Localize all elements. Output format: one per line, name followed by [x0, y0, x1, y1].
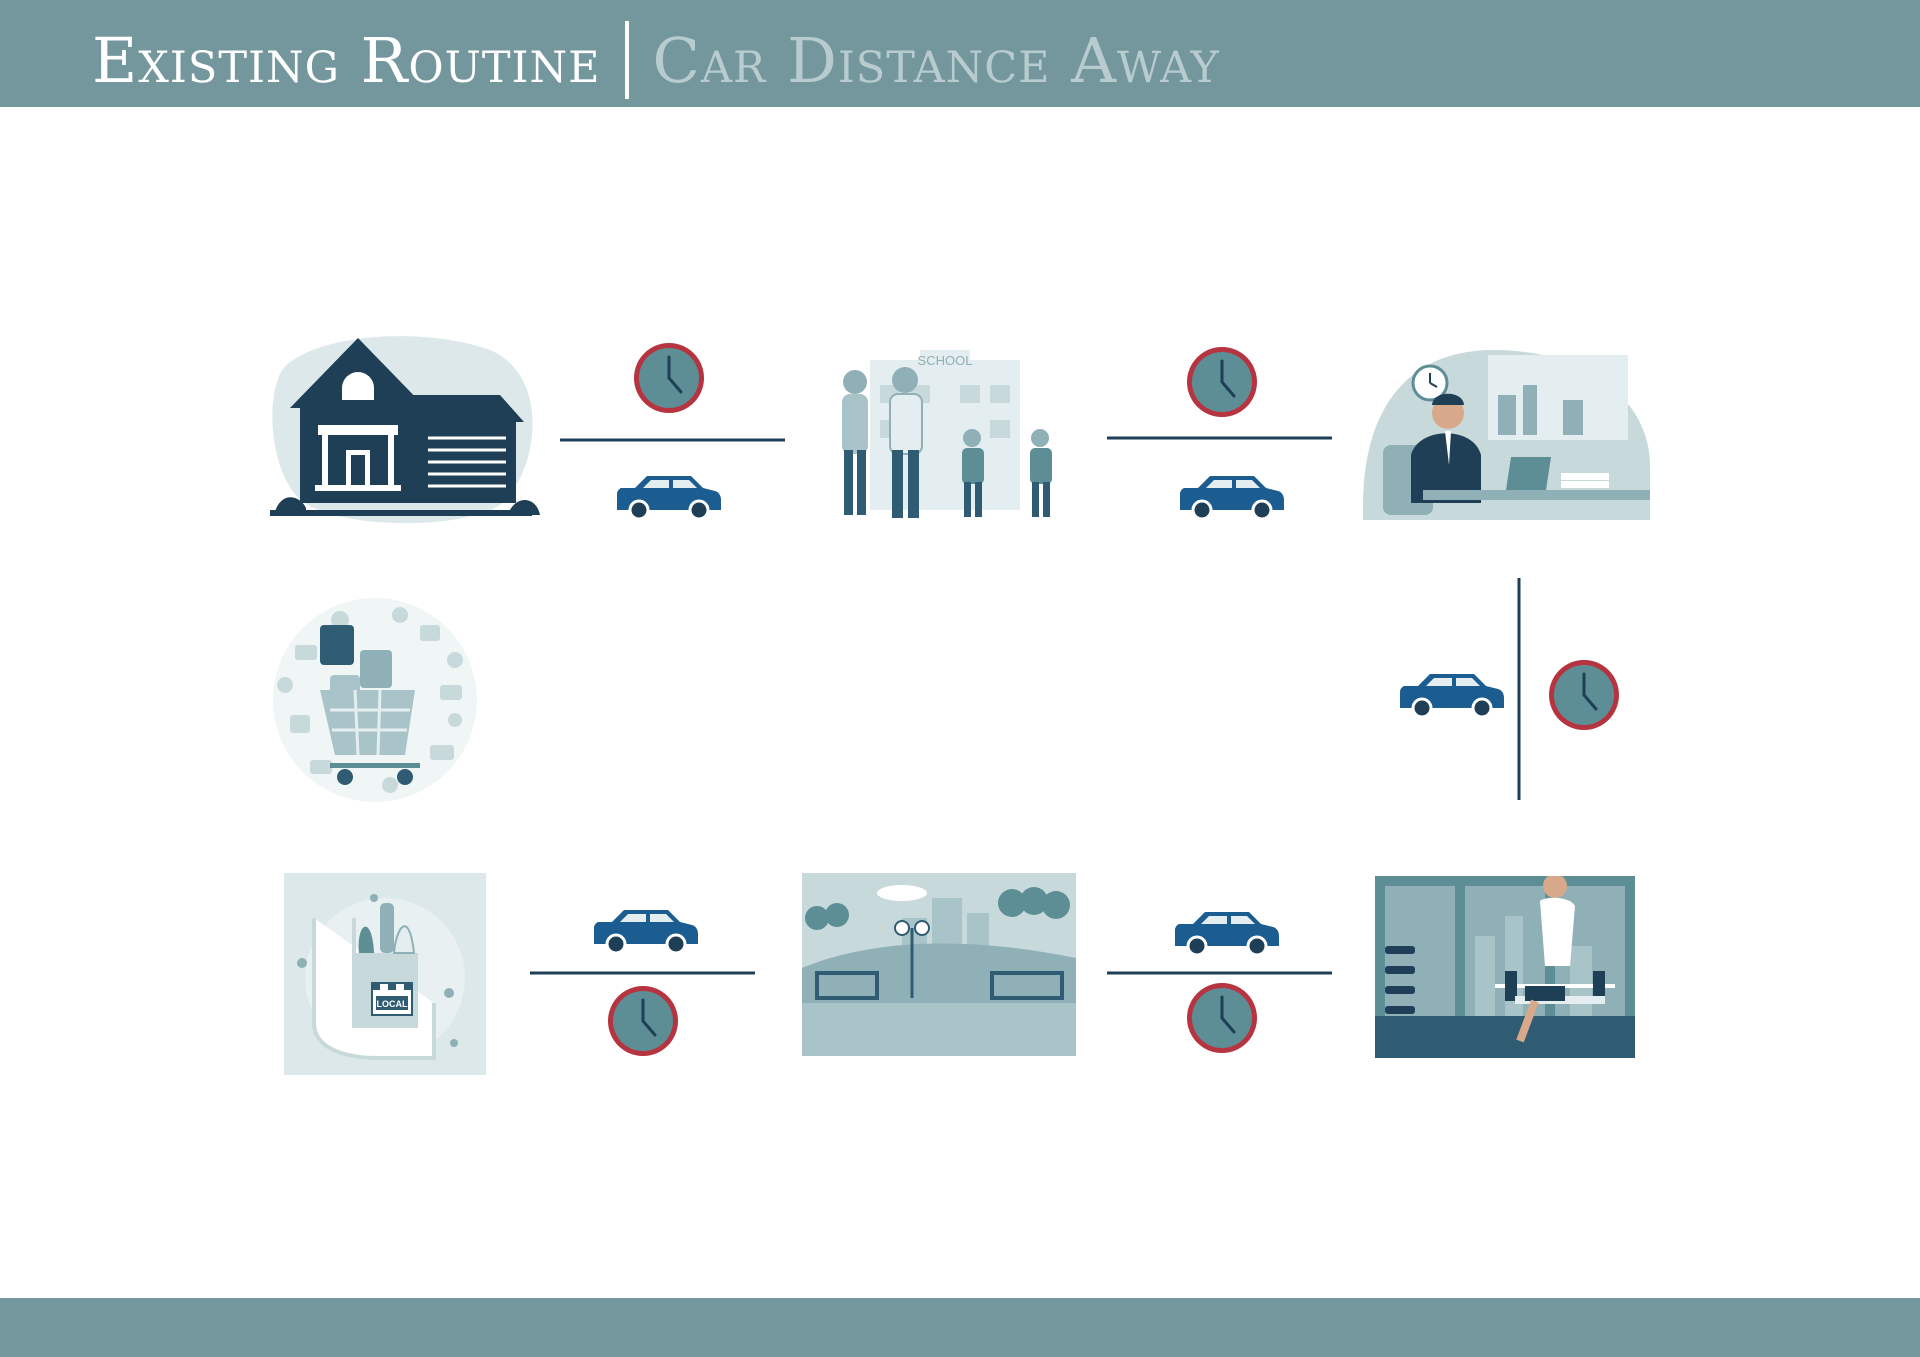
- school-sign: SCHOOL: [918, 353, 973, 368]
- clock-icon: [1187, 983, 1257, 1053]
- local-grocery-bag-icon: LOCAL: [284, 873, 486, 1075]
- clock-icon: [1187, 347, 1257, 417]
- car-icon: [617, 476, 721, 520]
- car-icon: [1180, 476, 1284, 521]
- clock-icon: [1549, 660, 1619, 730]
- house-icon: [270, 330, 540, 525]
- connector-office-gym: [1398, 578, 1623, 800]
- car-icon: [594, 910, 698, 955]
- header-bar: [0, 0, 1920, 107]
- footer-bar: [0, 1298, 1920, 1357]
- title-main: Existing Routine: [92, 23, 601, 97]
- car-icon: [1400, 674, 1504, 719]
- office-worker-icon: [1363, 345, 1650, 520]
- connector-school-office: [1107, 344, 1332, 522]
- park-icon: [802, 873, 1076, 1056]
- title-subtitle: Car Distance Away: [652, 23, 1220, 97]
- local-tag: LOCAL: [377, 999, 408, 1009]
- gym-icon: [1375, 876, 1635, 1058]
- connector-grocery-park: [530, 906, 755, 1058]
- connector-park-gym: [1107, 906, 1332, 1056]
- shopping-cart-icon: [270, 595, 480, 805]
- page-title: Existing Routine Car Distance Away: [92, 20, 1220, 100]
- school-drop-off-icon: SCHOOL: [820, 350, 1070, 525]
- clock-icon: [608, 986, 678, 1056]
- car-icon: [1175, 912, 1279, 957]
- connector-home-school: [560, 342, 785, 520]
- clock-icon: [634, 343, 704, 413]
- title-divider: [624, 21, 629, 99]
